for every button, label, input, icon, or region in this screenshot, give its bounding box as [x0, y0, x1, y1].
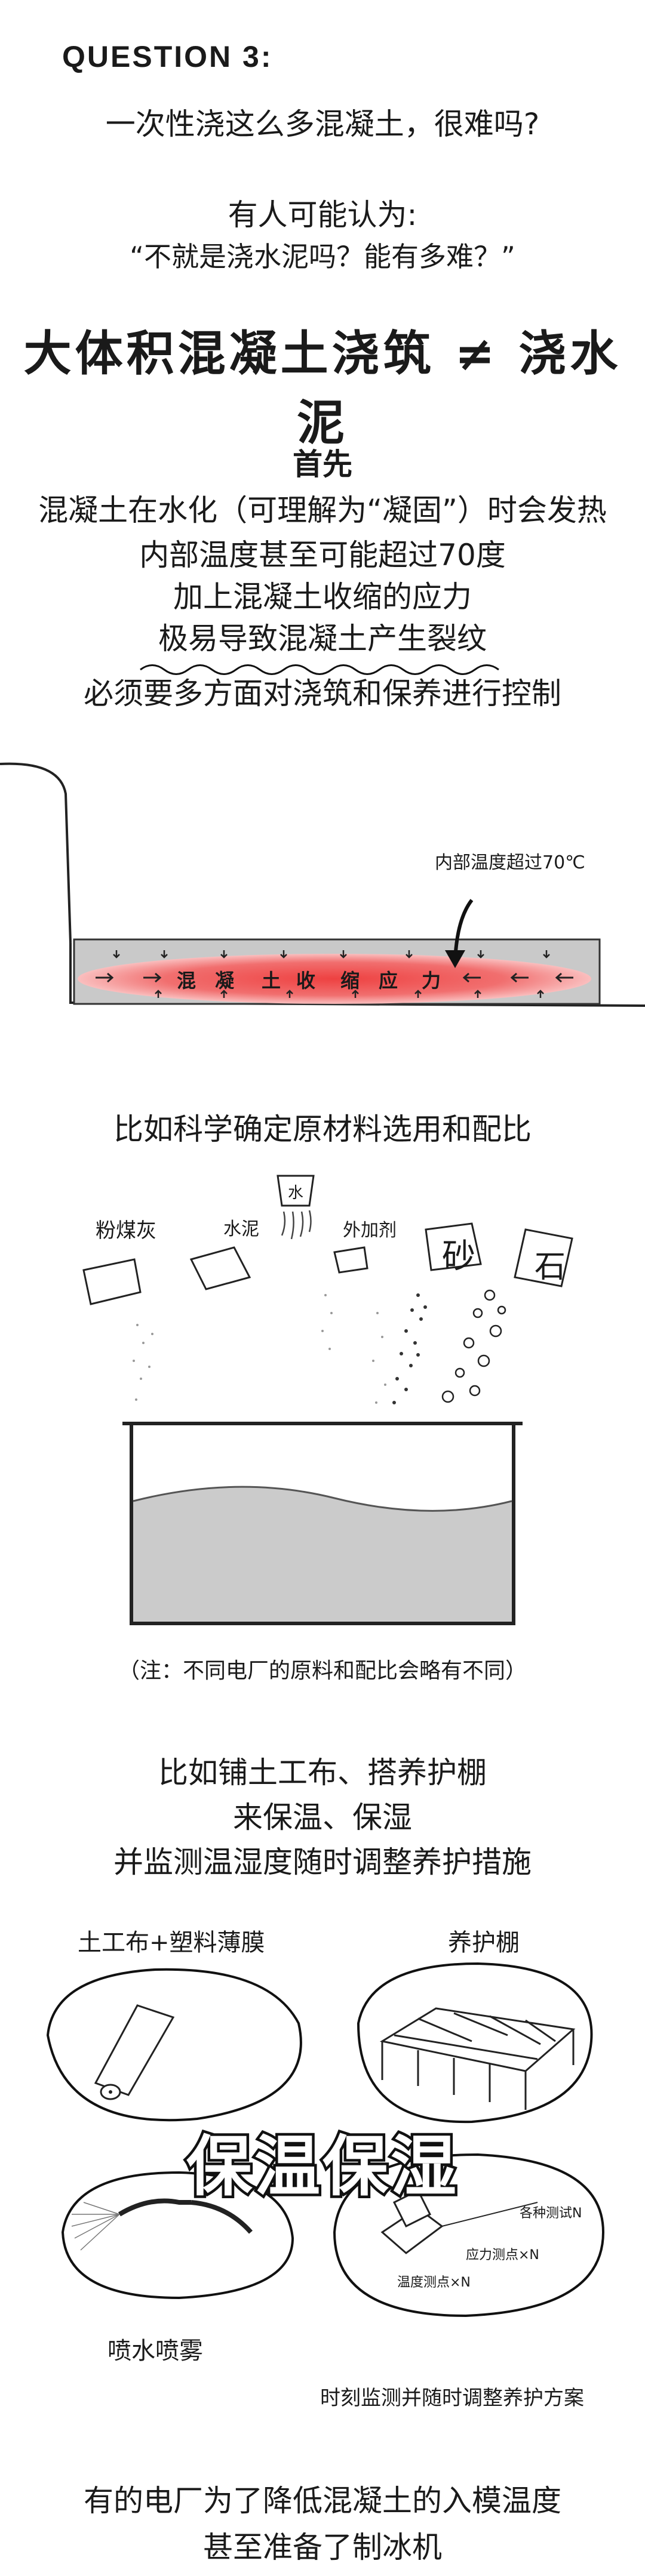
arrows-bottom: [155, 990, 544, 998]
additive-label: 外加剂: [343, 1220, 397, 1241]
geotextile-label: 土工布+塑料薄膜: [78, 1929, 265, 1956]
internal-temp-label: 内部温度超过70℃: [435, 852, 585, 873]
stress-char-1: 混: [177, 969, 196, 992]
sensor-label-3: 温度测点×N: [397, 2275, 471, 2290]
mixing-diagram: [82, 1175, 573, 1625]
arrows-top: [113, 950, 550, 959]
question-text: 一次性浇这么多混凝土，很难吗?: [105, 107, 540, 141]
materials-heading: 比如科学确定原材料选用和配比: [113, 1112, 532, 1147]
stress-char-7: 力: [422, 969, 441, 992]
first-line-3: 加上混凝土收缩的应力: [173, 580, 472, 614]
curing-line-2: 来保温、保湿: [233, 1800, 412, 1835]
fly-ash-label: 粉煤灰: [96, 1219, 156, 1243]
first-line-1: 混凝土在水化（可理解为“凝固”）时会发热: [38, 493, 607, 528]
sand-label: 砂: [442, 1237, 475, 1276]
curing-diagram: [46, 1962, 605, 2318]
concrete-slab-diagram: [0, 762, 645, 1007]
first-line-4: 极易导致混凝土产生裂纹: [158, 621, 487, 656]
spray-label: 喷水喷雾: [108, 2337, 203, 2365]
question-label: QUESTION 3:: [62, 40, 273, 73]
curing-line-1: 比如铺土工布、搭养护棚: [158, 1755, 487, 1790]
ending-line-1: 有的电厂为了降低混凝土的入模温度: [84, 2483, 561, 2518]
stress-char-3: 土: [262, 969, 281, 992]
stone-label: 石: [535, 1249, 566, 1285]
sensor-label-1: 各种测试N: [520, 2206, 582, 2221]
stress-char-5: 缩: [340, 969, 360, 992]
first-line-5: 必须要多方面对浇筑和保养进行控制: [84, 676, 561, 711]
quote-text: “不就是浇水泥吗？能有多难？”: [130, 241, 515, 273]
water-label: 水: [288, 1184, 304, 1202]
monitor-label: 时刻监测并随时调整养护方案: [320, 2386, 584, 2410]
ending-line-2: 甚至准备了制冰机: [203, 2530, 442, 2565]
materials-note: （注：不同电厂的原料和配比会略有不同）: [118, 1659, 527, 1683]
cement-label: 水泥: [223, 1219, 259, 1240]
wavy-underline: [140, 664, 499, 675]
stress-char-2: 凝: [215, 969, 235, 992]
first-line-2: 内部温度甚至可能超过70度: [139, 538, 506, 572]
stress-char-4: 收: [296, 969, 316, 992]
first-heading: 首先: [293, 447, 352, 482]
some-think-text: 有人可能认为:: [228, 198, 417, 232]
shed-label: 养护棚: [448, 1929, 520, 1956]
warm-moist-title: 保温保湿: [184, 2126, 459, 2208]
sensor-label-2: 应力测点×N: [466, 2248, 539, 2263]
banner-title: 大体积混凝土浇筑 ≠ 浇水泥: [23, 326, 622, 451]
curing-line-3: 并监测温湿度随时调整养护措施: [113, 1845, 532, 1879]
stress-char-6: 应: [379, 969, 398, 992]
